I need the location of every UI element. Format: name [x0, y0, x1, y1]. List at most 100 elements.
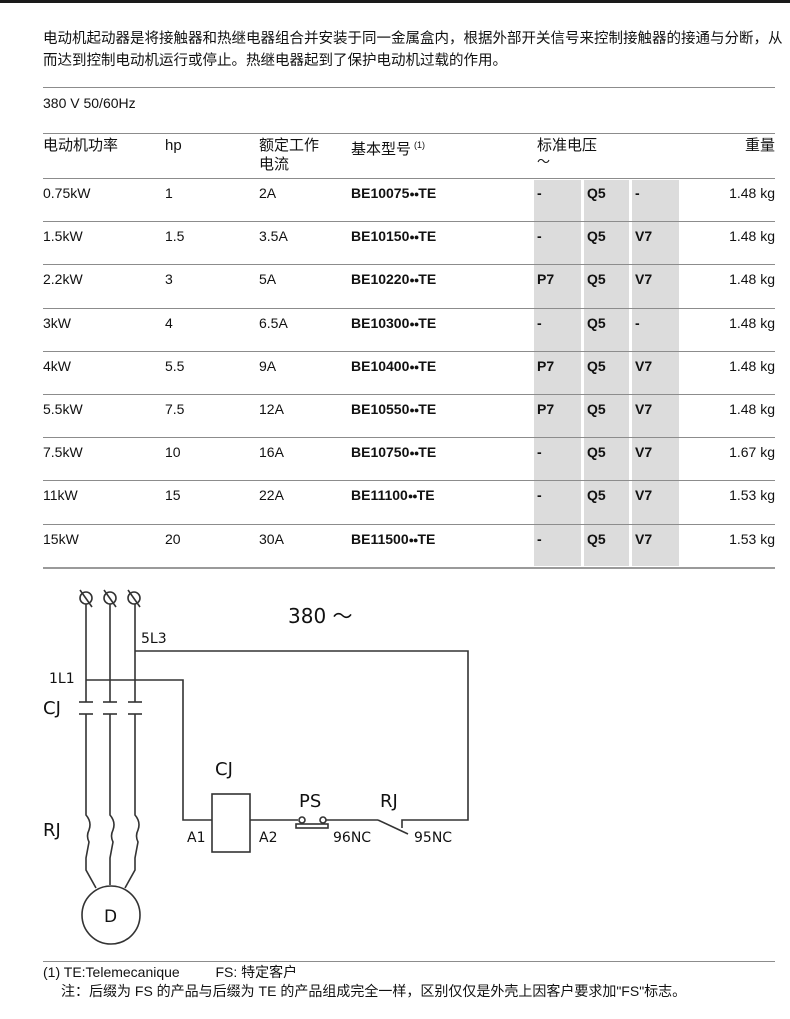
terminal-l3-label: 5L3 — [141, 631, 167, 647]
relay-contact-icon — [377, 819, 409, 835]
cell-hp: 1 — [165, 185, 173, 201]
cell-v2: Q5 — [587, 228, 606, 245]
cell-current: 2A — [259, 185, 277, 201]
cell-v2: Q5 — [587, 314, 606, 331]
cell-model: BE10150●●TE — [351, 227, 436, 246]
model-prefix: BE10075 — [351, 185, 410, 201]
relay-contact-label: RJ — [380, 791, 398, 812]
cell-v1: - — [537, 314, 542, 331]
header-weight: 重量 — [744, 137, 775, 154]
cell-model: BE10300●●TE — [351, 314, 436, 333]
model-prefix: BE10220 — [351, 271, 410, 288]
cell-power: 2.2kW — [43, 271, 83, 288]
terminal-l3-icon — [127, 589, 141, 608]
cell-power: 7.5kW — [43, 444, 83, 461]
cell-v2: Q5 — [587, 185, 606, 201]
cell-hp: 1.5 — [165, 228, 185, 245]
coil-icon — [211, 793, 251, 853]
model-placeholder-icon: ●● — [409, 318, 419, 329]
model-suffix: TE — [418, 401, 437, 417]
divider — [43, 437, 775, 439]
model-placeholder-icon: ●● — [409, 275, 419, 286]
cell-weight: 1.48 kg — [729, 228, 775, 245]
cell-v3: V7 — [635, 444, 653, 461]
pressure-switch-icon — [295, 816, 329, 829]
cell-model: BE10220●●TE — [351, 270, 436, 289]
model-suffix: TE — [417, 530, 436, 547]
divider — [43, 264, 775, 266]
divider — [43, 307, 775, 309]
cell-v1: - — [537, 530, 542, 547]
cell-weight: 1.48 kg — [729, 401, 775, 417]
footnote: (1) TE:Telemecanique FS: 特定客户 注：后缀为 FS 的… — [43, 963, 686, 1001]
voltage-column-q — [584, 180, 629, 566]
cell-v3: V7 — [635, 487, 653, 504]
cell-hp: 4 — [165, 314, 173, 331]
motor-icon — [81, 885, 141, 945]
cell-current: 6.5A — [259, 314, 288, 331]
contactor-contacts — [79, 701, 142, 715]
cell-power: 0.75kW — [43, 185, 91, 201]
cell-v1: - — [537, 185, 542, 201]
cell-v3: - — [635, 314, 640, 331]
model-suffix: TE — [418, 228, 437, 245]
top-rule — [0, 0, 790, 3]
divider — [43, 566, 775, 569]
model-prefix: BE10750 — [351, 444, 410, 461]
cell-weight: 1.53 kg — [729, 530, 775, 547]
supply-voltage: 380 V 50/60Hz — [43, 95, 136, 111]
cell-v2: Q5 — [587, 530, 606, 547]
model-placeholder-icon: ●● — [409, 361, 419, 372]
model-placeholder-icon: ●● — [408, 534, 419, 545]
divider — [43, 350, 775, 352]
cell-v2: Q5 — [587, 444, 606, 461]
model-prefix: BE11500 — [351, 530, 409, 547]
cell-hp: 3 — [165, 271, 173, 288]
cell-current: 5A — [259, 271, 277, 288]
cell-current: 12A — [259, 401, 284, 417]
cell-current: 30A — [259, 530, 284, 547]
header-hp: hp — [165, 137, 182, 154]
cell-weight: 1.48 kg — [729, 357, 775, 374]
model-placeholder-icon: ●● — [409, 232, 419, 243]
cell-current: 3.5A — [259, 228, 288, 245]
ac-symbol-icon: ～ — [537, 154, 551, 169]
header-model-label: 基本型号 — [351, 141, 412, 158]
coil-a1-label: A1 — [187, 830, 205, 846]
cell-v3: V7 — [635, 357, 653, 374]
model-prefix: BE10400 — [351, 357, 410, 374]
switch-label: PS — [299, 791, 321, 812]
footnote-line-1: (1) TE:Telemecanique FS: 特定客户 — [43, 963, 686, 982]
header-current-line2: 电流 — [259, 156, 290, 173]
model-prefix: BE11100 — [351, 487, 408, 504]
model-suffix: TE — [416, 487, 435, 504]
model-prefix: BE10150 — [351, 228, 410, 245]
intro-paragraph: 电动机起动器是将接触器和热继电器组合并安装于同一金属盒内，根据外部开关信号来控制… — [43, 31, 783, 69]
model-prefix: BE10300 — [351, 314, 410, 331]
model-suffix: TE — [418, 271, 437, 288]
cell-weight: 1.48 kg — [729, 314, 775, 331]
nc96-label: 96NC — [333, 830, 371, 846]
control-wire-l3 — [135, 650, 469, 828]
voltage-column-v — [632, 180, 679, 566]
cell-hp: 10 — [165, 444, 181, 461]
model-prefix: BE10550 — [351, 401, 410, 417]
divider — [43, 961, 775, 962]
footnote-number: (1) — [43, 964, 61, 980]
divider — [43, 394, 775, 395]
cell-hp: 20 — [165, 530, 181, 547]
cell-power: 1.5kW — [43, 228, 83, 245]
header-model: 基本型号(1) — [351, 136, 425, 159]
cell-v2: Q5 — [587, 271, 606, 288]
cell-power: 3kW — [43, 314, 71, 331]
divider — [43, 87, 775, 88]
divider — [43, 133, 775, 134]
cell-v3: V7 — [635, 271, 653, 288]
model-suffix: TE — [418, 444, 437, 461]
